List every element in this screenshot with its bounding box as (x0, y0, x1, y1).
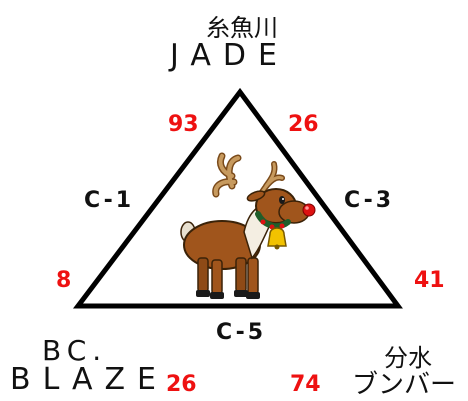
reindeer-icon (180, 152, 316, 299)
score-c3-bottom: 41 (414, 268, 445, 293)
team-right-en: ブンバー (352, 370, 457, 400)
team-top-jp: 糸魚川 (206, 14, 278, 42)
team-top-en: JADE (170, 38, 289, 73)
triangle-outline (72, 87, 403, 309)
team-right-jp: 分水 (384, 344, 432, 372)
team-left-jp: BC. (42, 334, 108, 367)
score-c1-bottom: 8 (56, 268, 72, 293)
match-c5-label: C-5 (216, 320, 267, 345)
team-left-en: BLAZE (10, 362, 169, 397)
score-c3-top: 26 (288, 112, 319, 137)
match-c1-label: C-1 (84, 188, 135, 213)
score-c5-right: 74 (290, 372, 321, 397)
score-c5-left: 26 (166, 372, 197, 397)
match-c3-label: C-3 (344, 188, 395, 213)
score-c1-top: 93 (168, 112, 199, 137)
